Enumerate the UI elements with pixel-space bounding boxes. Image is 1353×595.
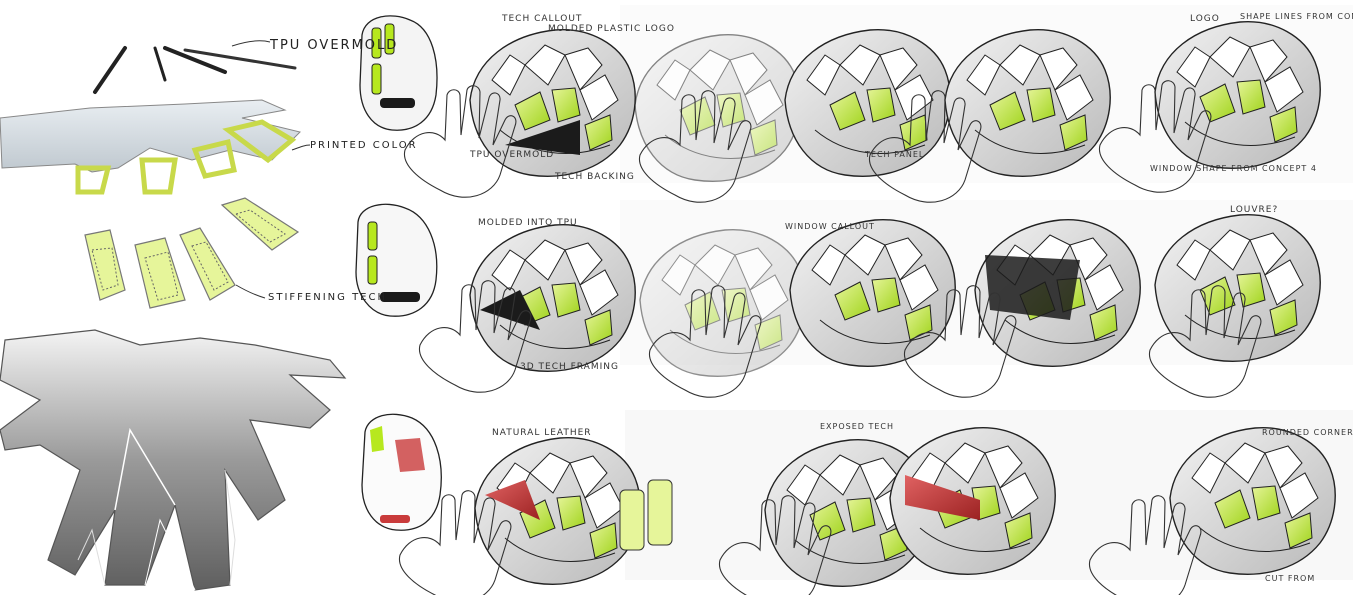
row3-callout-3: CUT FROM [1265, 574, 1316, 583]
row3-glove-main [474, 436, 641, 585]
stiffening-tech-parts [84, 197, 300, 309]
row3-callout-2: ROUNDED CORNERS [1262, 428, 1353, 437]
row1-callout-7: WINDOW SHAPE FROM CONCEPT 4 [1150, 164, 1317, 173]
stiffener-rods [93, 46, 297, 94]
row1-callout-1: TECH CALLOUT [502, 14, 583, 24]
label-printed-color: PRINTED COLOR [310, 140, 418, 151]
label-tpu-overmold: TPU OVERMOLD [270, 38, 399, 53]
row2-callout-2: 3D TECH FRAMING [520, 362, 619, 372]
row2-catcher-glove [355, 203, 438, 317]
row1-callout-4: TECH BACKING [555, 172, 635, 182]
row1-callout-3: TPU OVERMOLD [470, 150, 555, 160]
printed-color-panel [0, 99, 301, 195]
row1-callout-8: TECH PANEL [865, 150, 925, 159]
row1-callout-5: LOGO [1190, 14, 1220, 24]
gradient-hand-shell [0, 329, 347, 591]
label-stiffening-tech: STIFFENING TECH [268, 292, 387, 303]
row2-callout-4: WINDOW CALLOUT [785, 222, 875, 231]
row2-callout-3: LOUVRE? [1230, 205, 1279, 215]
row1-callout-6: SHAPE LINES FROM CONCEPT [1240, 12, 1353, 21]
row3-callout-4: EXPOSED TECH [820, 422, 895, 431]
row2-callout-1: MOLDED INTO TPU [478, 218, 578, 228]
row1-callout-2: MOLDED PLASTIC LOGO [548, 24, 675, 34]
row3-stiffener-parts [619, 479, 673, 551]
row3-catcher-glove [361, 413, 442, 531]
row1-catcher-glove [359, 15, 438, 131]
row3-callout-1: NATURAL LEATHER [492, 428, 592, 438]
